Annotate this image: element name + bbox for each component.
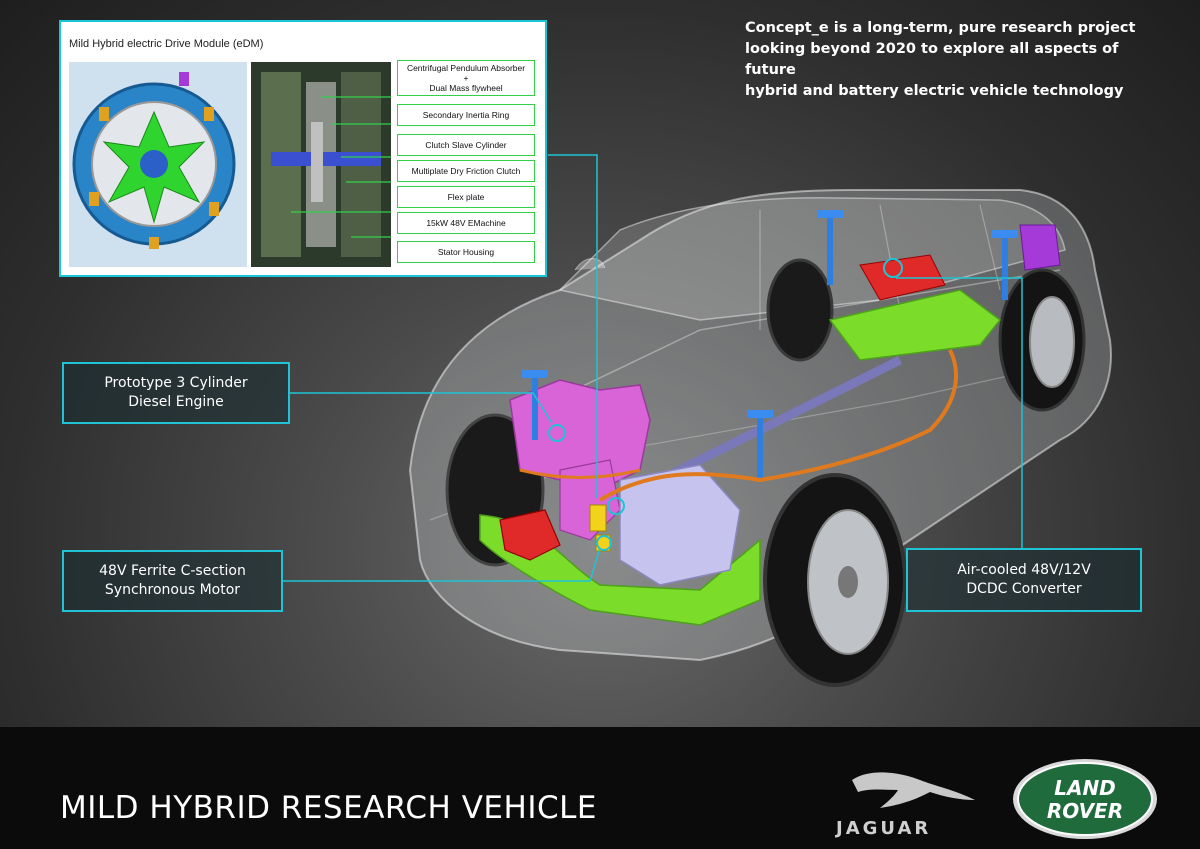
part-label-emachine: 15kW 48V EMachine (397, 212, 535, 234)
callout-engine-line-1: Prototype 3 Cylinder (104, 375, 248, 391)
starter-motor (499, 509, 561, 561)
wiring-harness (598, 349, 958, 502)
callout-dcdc-line-2: DCDC Converter (966, 581, 1082, 597)
part-label-text: + (463, 73, 469, 83)
callout-motor-line-1: 48V Ferrite C-section (99, 563, 246, 579)
callout-motor-line-2: Synchronous Motor (104, 582, 241, 598)
part-label-inertia-ring: Secondary Inertia Ring (397, 104, 535, 126)
edm-exploded-view-image (69, 62, 247, 267)
part-label-text: Dual Mass flywheel (429, 83, 503, 93)
part-label-slave-cylinder: Clutch Slave Cylinder (397, 134, 535, 156)
transmission (619, 464, 741, 586)
callout-engine-line-2: Diesel Engine (128, 394, 224, 410)
rear-subframe (828, 289, 1002, 361)
intro-line-3: hybrid and battery electric vehicle tech… (745, 83, 1124, 99)
suspension-springs (532, 215, 1008, 480)
edm-cross-section-image (251, 62, 391, 267)
callout-lines (283, 154, 1023, 582)
footer-bar (0, 727, 1200, 849)
intro-line-2: looking beyond 2020 to explore all aspec… (745, 41, 1119, 78)
part-label-flex-plate: Flex plate (397, 186, 535, 208)
edm-inset-panel: Mild Hybrid electric Drive Module (eDM) (59, 20, 547, 277)
part-label-pendulum-absorber: Centrifugal Pendulum Absorber + Dual Mas… (397, 60, 535, 96)
part-label-stator-housing: Stator Housing (397, 241, 535, 263)
callout-dcdc: Air-cooled 48V/12V DCDC Converter (906, 548, 1142, 612)
callout-motor: 48V Ferrite C-section Synchronous Motor (62, 550, 283, 612)
intro-text: Concept_e is a long-term, pure research … (745, 18, 1165, 102)
callout-dcdc-line-1: Air-cooled 48V/12V (957, 562, 1091, 578)
callout-engine: Prototype 3 Cylinder Diesel Engine (62, 362, 290, 424)
part-label-text: Centrifugal Pendulum Absorber (406, 63, 526, 73)
dcdc-converter (1019, 224, 1061, 271)
intro-line-1: Concept_e is a long-term, pure research … (745, 20, 1136, 36)
inset-title: Mild Hybrid electric Drive Module (eDM) (69, 38, 264, 50)
part-label-clutch: Multiplate Dry Friction Clutch (397, 160, 535, 182)
vehicle-illustration (283, 154, 1112, 687)
footer-title: MILD HYBRID RESEARCH VEHICLE (60, 790, 597, 826)
